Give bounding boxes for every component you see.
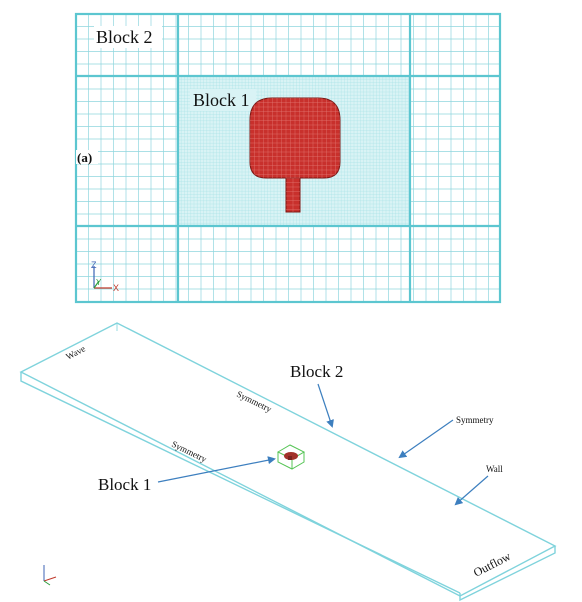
symmetry-right-label: Symmetry <box>456 415 494 425</box>
outflow-label: Outflow <box>471 549 513 580</box>
computational-domain <box>19 322 557 602</box>
block-1-callout-label: Block 1 <box>98 475 151 494</box>
callout-arrows <box>157 383 489 506</box>
symmetry-right-arrow <box>398 419 454 459</box>
body-surface-mesh <box>250 98 340 212</box>
panel-label-a: (a) <box>77 150 92 165</box>
axis-y-label: Y <box>96 278 102 287</box>
wall-arrow <box>454 475 489 506</box>
axis-z-label: Z <box>91 260 97 270</box>
block-2-callout-label: Block 2 <box>290 362 343 381</box>
ship-body-3d <box>284 452 298 460</box>
block-2-label: Block 2 <box>96 27 153 47</box>
block-1-arrow <box>157 456 276 483</box>
axis-x-label: X <box>113 283 119 293</box>
block-2-arrow <box>317 383 334 428</box>
wave-label: Wave <box>64 343 87 361</box>
axis-triad-bottom <box>43 565 57 586</box>
block-1-label: Block 1 <box>193 90 250 110</box>
wall-label: Wall <box>486 464 503 474</box>
axis-triad-top: Z Y X <box>91 260 119 293</box>
